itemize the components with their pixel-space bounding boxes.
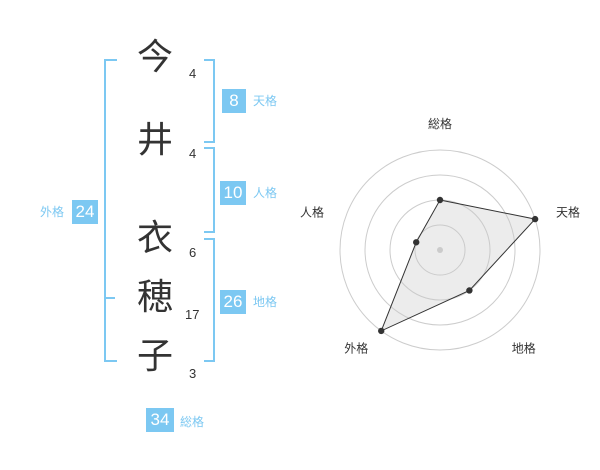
tenkaku-badge: 8 [222,89,246,113]
chikaku-bracket [204,238,215,362]
name-char-4: 穂 [136,277,173,318]
radar-axis-label-3: 地格 [512,341,536,356]
radar-point-2 [531,215,539,223]
soukaku-label: 総格 [180,415,205,429]
radar-axis-label-5: 人格 [300,204,324,219]
radar-axis-label-2: 天格 [556,204,580,219]
stroke-count-2: 4 [189,146,197,161]
name-char-1: 今 [136,37,173,78]
gaikaku-badge: 24 [72,200,98,224]
gaikaku-bracket-divider [104,297,115,299]
chikaku-badge: 26 [220,290,246,314]
gaikaku-label: 外格 [40,205,65,219]
radar-grid-ring-1 [414,224,466,276]
radar-grid-ring-3 [364,174,516,326]
jinkaku-label: 人格 [253,186,278,200]
radar-point-4 [378,327,385,335]
jinkaku-badge: 10 [220,181,246,205]
radar-center-dot [437,247,443,253]
name-char-3: 衣 [136,218,173,259]
tenkaku-label: 天格 [253,94,278,108]
name-char-2: 井 [136,120,173,161]
radar-grid-ring-4 [339,149,541,351]
radar-data-area [380,199,537,332]
stroke-count-3: 6 [189,245,197,260]
radar-axis-label-1: 総格 [428,116,452,131]
radar-point-3 [466,287,473,294]
radar-axis-label-4: 外格 [344,341,368,356]
chikaku-label: 地格 [253,295,278,309]
name-char-5: 子 [136,336,173,377]
stroke-count-1: 4 [189,66,197,81]
radar-point-5 [413,239,420,246]
gaikaku-bracket [104,59,117,362]
radar-point-1 [436,196,444,204]
stroke-count-4: 17 [185,307,200,322]
soukaku-badge: 34 [146,408,174,432]
jinkaku-bracket [204,147,215,233]
tenkaku-bracket [204,59,215,143]
stroke-count-5: 3 [189,366,197,381]
